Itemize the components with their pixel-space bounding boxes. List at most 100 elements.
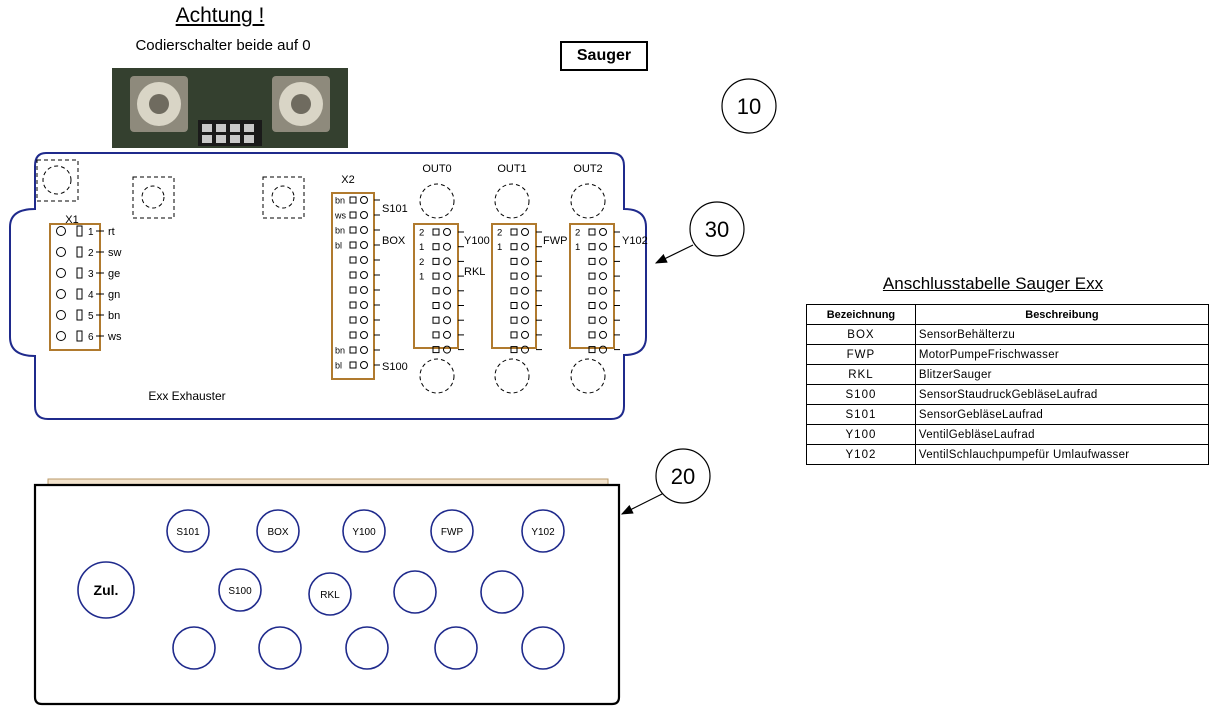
- callout-10: 10: [721, 78, 777, 134]
- callout-30-label: 30: [705, 217, 729, 242]
- svg-text:bl: bl: [335, 241, 342, 251]
- svg-text:rt: rt: [108, 226, 115, 238]
- svg-text:5: 5: [88, 311, 94, 322]
- out-pin: 1: [575, 242, 620, 253]
- x2-label: X2: [341, 174, 354, 186]
- svg-text:1: 1: [575, 242, 580, 253]
- svg-text:S101: S101: [176, 527, 200, 538]
- warning-title: Achtung !: [175, 4, 265, 27]
- out0-group-rkl: RKL: [464, 266, 485, 278]
- svg-text:6: 6: [88, 332, 94, 343]
- svg-text:2: 2: [419, 228, 424, 239]
- cell-desc: SensorGebläseLaufrad: [914, 404, 1209, 425]
- svg-text:2: 2: [497, 228, 502, 239]
- svg-text:FWP: FWP: [441, 527, 464, 538]
- callout-30: 30: [654, 201, 745, 264]
- out-pin: 1: [497, 242, 542, 253]
- x1-pin: 5 bn: [56, 309, 120, 322]
- x2-group-box: BOX: [382, 235, 406, 247]
- x2-group-s101: S101: [382, 203, 408, 215]
- cell-desc: SensorBehälterzu: [914, 324, 1209, 345]
- svg-text:1: 1: [497, 242, 502, 253]
- plate-blank-holes: [172, 570, 565, 670]
- mounting-points: [36, 159, 305, 219]
- cell-desc: MotorPumpeFrischwasser: [914, 344, 1209, 365]
- out1-label: OUT1: [497, 163, 526, 175]
- out-pin: [588, 330, 620, 339]
- x2-pin: [349, 286, 380, 294]
- cell-code: Y102: [806, 444, 916, 465]
- coding-switch-photo: [112, 68, 348, 148]
- x1-pin: 4 gn: [56, 288, 120, 301]
- svg-text:bn: bn: [335, 196, 345, 206]
- cell-code: Y100: [806, 424, 916, 445]
- cell-code: RKL: [806, 364, 916, 385]
- plate-outline: [33, 483, 621, 706]
- board-name: Exx Exhauster: [148, 389, 225, 403]
- plate-hole: S101: [166, 509, 210, 553]
- svg-text:1: 1: [419, 272, 424, 283]
- out1-group-fwp: FWP: [543, 235, 567, 247]
- svg-text:1: 1: [419, 242, 424, 253]
- cell-code: S100: [806, 384, 916, 405]
- table-title: Anschlusstabelle Sauger Exx: [882, 274, 1104, 293]
- cell-code: FWP: [806, 344, 916, 365]
- out0-group-y100: Y100: [464, 235, 490, 247]
- out-pin: [432, 301, 464, 310]
- x2-pin: [349, 271, 380, 279]
- warning-subtitle: Codierschalter beide auf 0: [135, 37, 311, 54]
- svg-text:ws: ws: [334, 211, 346, 221]
- x2-pin: bl: [335, 361, 380, 371]
- out-pin: [510, 345, 542, 354]
- out-pin: [432, 330, 464, 339]
- out-pin: 1: [419, 272, 464, 283]
- out-pin: [588, 286, 620, 295]
- x2-pin: bn: [335, 346, 380, 356]
- svg-text:gn: gn: [108, 289, 120, 301]
- x2-group-s100: S100: [382, 361, 408, 373]
- out-pin: 2: [497, 228, 542, 239]
- table-header-code: Bezeichnung: [806, 304, 916, 325]
- x2-pin: [349, 301, 380, 309]
- cell-desc: SensorStaudruckGebläseLaufrad: [914, 384, 1209, 405]
- plate-hole: S100: [218, 568, 262, 612]
- svg-text:sw: sw: [108, 247, 122, 259]
- cell-code: S101: [806, 404, 916, 425]
- svg-text:bn: bn: [335, 346, 345, 356]
- out-pin: [588, 345, 620, 354]
- table-header-desc: Beschreibung: [914, 304, 1209, 325]
- x2-pin: [349, 331, 380, 339]
- svg-text:bl: bl: [335, 361, 342, 371]
- cell-code: BOX: [806, 324, 916, 345]
- sauger-label-box: Sauger: [560, 41, 648, 71]
- main-hole-label: Zul.: [94, 582, 119, 598]
- x2-pin: bl: [335, 241, 380, 251]
- svg-text:2: 2: [419, 257, 424, 268]
- plate-hole: RKL: [308, 572, 352, 616]
- x2-pin: ws: [334, 211, 380, 221]
- svg-text:4: 4: [88, 290, 94, 301]
- out-pin: 2: [575, 228, 620, 239]
- out-pin: 1: [419, 242, 464, 253]
- holes-row-2: S100 RKL: [218, 568, 352, 616]
- out-pin: [588, 257, 620, 266]
- cell-desc: VentilGebläseLaufrad: [914, 424, 1209, 445]
- svg-text:bn: bn: [108, 310, 120, 322]
- svg-text:S100: S100: [228, 586, 252, 597]
- x2-pin: [349, 256, 380, 264]
- svg-text:2: 2: [575, 228, 580, 239]
- out-pin: [432, 345, 464, 354]
- out-pin: 2: [419, 228, 464, 239]
- callout-20-label: 20: [671, 464, 695, 489]
- out-pin: [432, 316, 464, 325]
